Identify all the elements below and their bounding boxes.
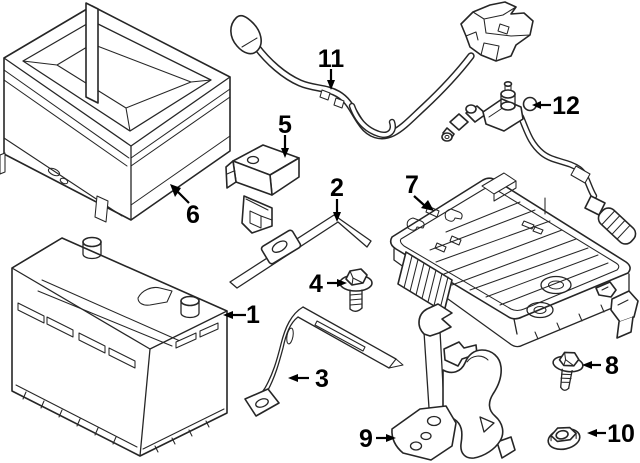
battery-terminal-assembly [441,81,538,142]
callout-11-arrowhead [327,80,335,90]
callout-10[interactable]: 10 [587,420,635,448]
callout-7-label: 7 [405,171,419,199]
callout-7-arrowhead [421,200,434,211]
callout-9-label: 9 [359,425,373,453]
callout-12[interactable]: 12 [532,92,580,120]
callout-3[interactable]: 3 [288,365,329,393]
callout-6-arrowhead [170,184,181,197]
part-5-fuse-holder-bracket [225,144,300,234]
callout-6-arrow [177,191,190,204]
battery-terminal [180,295,200,319]
part-12-negative-battery-cable [441,81,637,245]
callout-12-label: 12 [552,92,580,120]
cable-ribbed-boot [597,207,637,245]
callout-4-arrowhead [337,279,347,287]
callout-7[interactable]: 7 [405,171,434,211]
callout-11[interactable]: 11 [318,45,345,90]
callout-12-arrowhead [532,101,541,109]
cable-terminal-boot [230,15,262,55]
callout-11-label: 11 [318,45,345,73]
callout-2-label: 2 [330,174,344,202]
callout-8[interactable]: 8 [582,352,619,380]
callout-8-label: 8 [605,352,619,380]
callout-9[interactable]: 9 [359,425,396,453]
part-10-flange-nut [547,426,581,451]
callout-3-label: 3 [315,365,329,393]
callout-1-label: 1 [246,301,260,329]
part-7-battery-tray [389,172,639,348]
part-4-hold-down-bolt [339,268,373,312]
part-8-tray-mounting-bolt [552,351,584,391]
callout-4-label: 4 [309,270,323,298]
callout-5-label: 5 [278,111,292,139]
callout-10-label: 10 [607,420,635,448]
callout-5-arrowhead [281,148,289,158]
callout-5[interactable]: 5 [278,111,292,158]
callout-2[interactable]: 2 [330,174,344,222]
callout-4[interactable]: 4 [309,270,347,298]
callout-9-arrowhead [386,434,396,442]
part-1-battery [11,236,228,457]
part-11-positive-battery-cable [230,1,534,140]
part-6-battery-cover-box [0,2,231,223]
callout-3-arrowhead [288,374,298,382]
battery-terminal [82,236,102,260]
callout-2-arrowhead [333,212,341,222]
callout-8-arrowhead [582,361,592,369]
callout-6[interactable]: 6 [170,184,200,229]
callout-10-arrowhead [587,429,597,437]
callout-7-arrow [413,195,425,206]
cable-fuse-connector [460,1,534,62]
callout-6-label: 6 [186,201,200,229]
part-3-hold-down-strap [244,306,404,417]
part-9-support-bracket [391,303,516,461]
callout-1-arrowhead [223,311,233,319]
tray-side-hooks [595,281,639,339]
callout-1[interactable]: 1 [223,301,260,329]
part-2-support-rod-bracket [229,214,372,289]
